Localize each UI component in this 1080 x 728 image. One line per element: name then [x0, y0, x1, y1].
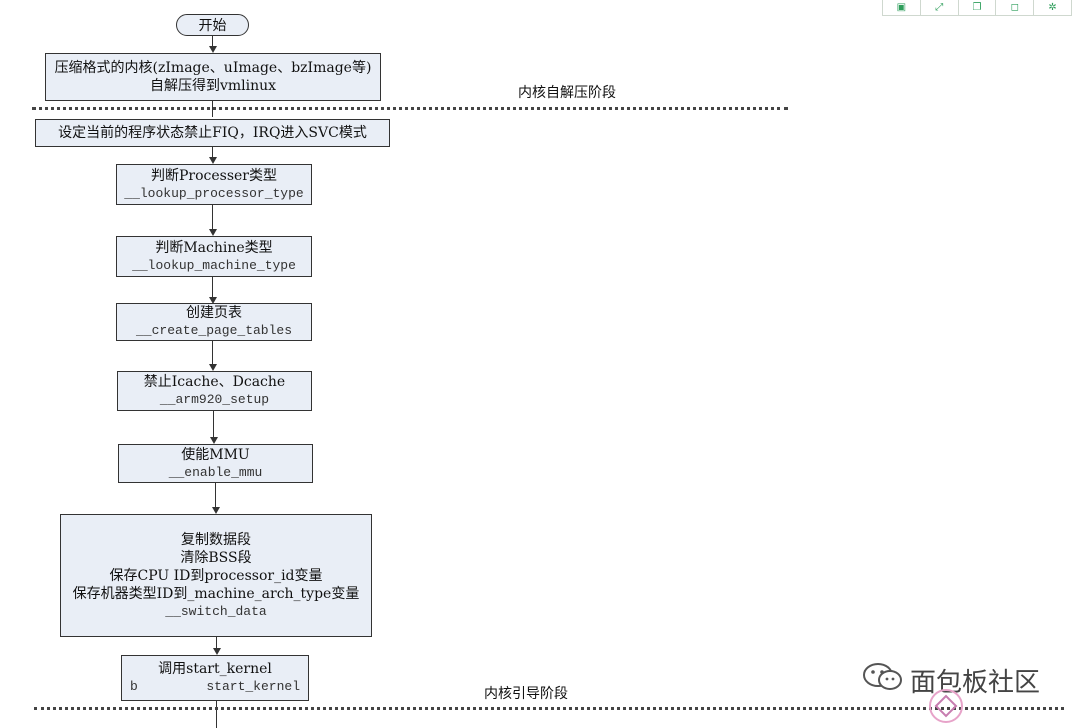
start-kernel-func: start_kernel	[206, 679, 300, 694]
switch-data-line2: 清除BSS段	[180, 549, 252, 566]
watermark-text: 面包板社区	[910, 668, 1041, 698]
settings-icon[interactable]: ✲	[1048, 2, 1057, 13]
arrow-head	[209, 364, 217, 371]
decompress-box: 压缩格式的内核(zImage、uImage、bzImage等) 自解压得到vml…	[45, 53, 381, 101]
cache-box: 禁止Icache、Dcache __arm920_setup	[117, 371, 312, 411]
svc-mode-box: 设定当前的程序状态禁止FIQ，IRQ进入SVC模式	[35, 119, 390, 147]
cache-func: __arm920_setup	[159, 392, 270, 407]
machine-func: __lookup_machine_type	[132, 257, 296, 273]
mmu-title: 使能MMU	[181, 446, 250, 463]
mmu-func: __enable_mmu	[168, 464, 263, 480]
stage-separator	[32, 107, 788, 110]
connector	[215, 483, 216, 508]
machine-box: 判断Machine类型 __lookup_machine_type	[116, 236, 312, 277]
cache-title: 禁止Icache、Dcache	[143, 374, 286, 390]
connector	[212, 36, 213, 48]
switch-data-line1: 复制数据段	[181, 531, 251, 548]
stage-separator	[34, 707, 1064, 710]
stage-label-boot: 内核引导阶段	[484, 686, 568, 702]
start-node: 开始	[176, 14, 249, 36]
toolbar: ▣ ⤢ ❐ ◻ ✲	[882, 0, 1072, 16]
start-kernel-title: 调用start_kernel	[158, 661, 272, 677]
start-kernel-branch: b	[130, 679, 138, 694]
decompress-line1: 压缩格式的内核(zImage、uImage、bzImage等)	[54, 60, 372, 76]
switch-data-func: __switch_data	[165, 603, 267, 619]
page-tables-box: 创建页表 __create_page_tables	[116, 303, 312, 341]
switch-data-box: 复制数据段 清除BSS段 保存CPU ID到processor_id变量 保存机…	[60, 514, 372, 637]
expand-icon[interactable]: ⤢	[921, 0, 959, 15]
elecfans-logo-icon	[928, 688, 964, 724]
connector	[212, 205, 213, 230]
connector	[216, 637, 217, 649]
arrow-head	[209, 157, 217, 164]
watermark: 面包板社区	[862, 662, 1040, 699]
connector	[212, 277, 213, 298]
mmu-box: 使能MMU __enable_mmu	[118, 444, 313, 483]
connector	[212, 341, 213, 365]
arrow-head	[213, 648, 221, 655]
svc-mode-text: 设定当前的程序状态禁止FIQ，IRQ进入SVC模式	[58, 125, 367, 141]
window-icon[interactable]: ◻	[996, 0, 1035, 15]
wechat-icon	[862, 662, 904, 699]
start-label: 开始	[198, 18, 227, 34]
page-tables-func: __create_page_tables	[135, 323, 293, 338]
arrow-head	[212, 507, 220, 514]
connector	[216, 701, 217, 728]
arrow-head	[209, 297, 217, 304]
page-tables-title: 创建页表	[186, 305, 242, 321]
arrow-head	[210, 437, 218, 444]
arrow-head	[209, 46, 217, 53]
copy-icon[interactable]: ❐	[959, 0, 997, 15]
decompress-line2: 自解压得到vmlinux	[149, 78, 277, 94]
connector	[212, 147, 213, 159]
machine-title: 判断Machine类型	[155, 239, 273, 256]
arrow-head	[209, 229, 217, 236]
start-kernel-box: 调用start_kernel b start_kernel	[121, 655, 309, 701]
processor-func: __lookup_processor_type	[124, 185, 304, 201]
processor-title: 判断Processer类型	[150, 167, 277, 184]
stage-label-decompress: 内核自解压阶段	[518, 85, 616, 101]
processor-box: 判断Processer类型 __lookup_processor_type	[116, 164, 312, 205]
connector	[213, 411, 214, 438]
switch-data-line3: 保存CPU ID到processor_id变量	[109, 567, 323, 584]
square-icon[interactable]: ▣	[883, 0, 921, 15]
switch-data-line4: 保存机器类型ID到_machine_arch_type变量	[72, 585, 360, 602]
